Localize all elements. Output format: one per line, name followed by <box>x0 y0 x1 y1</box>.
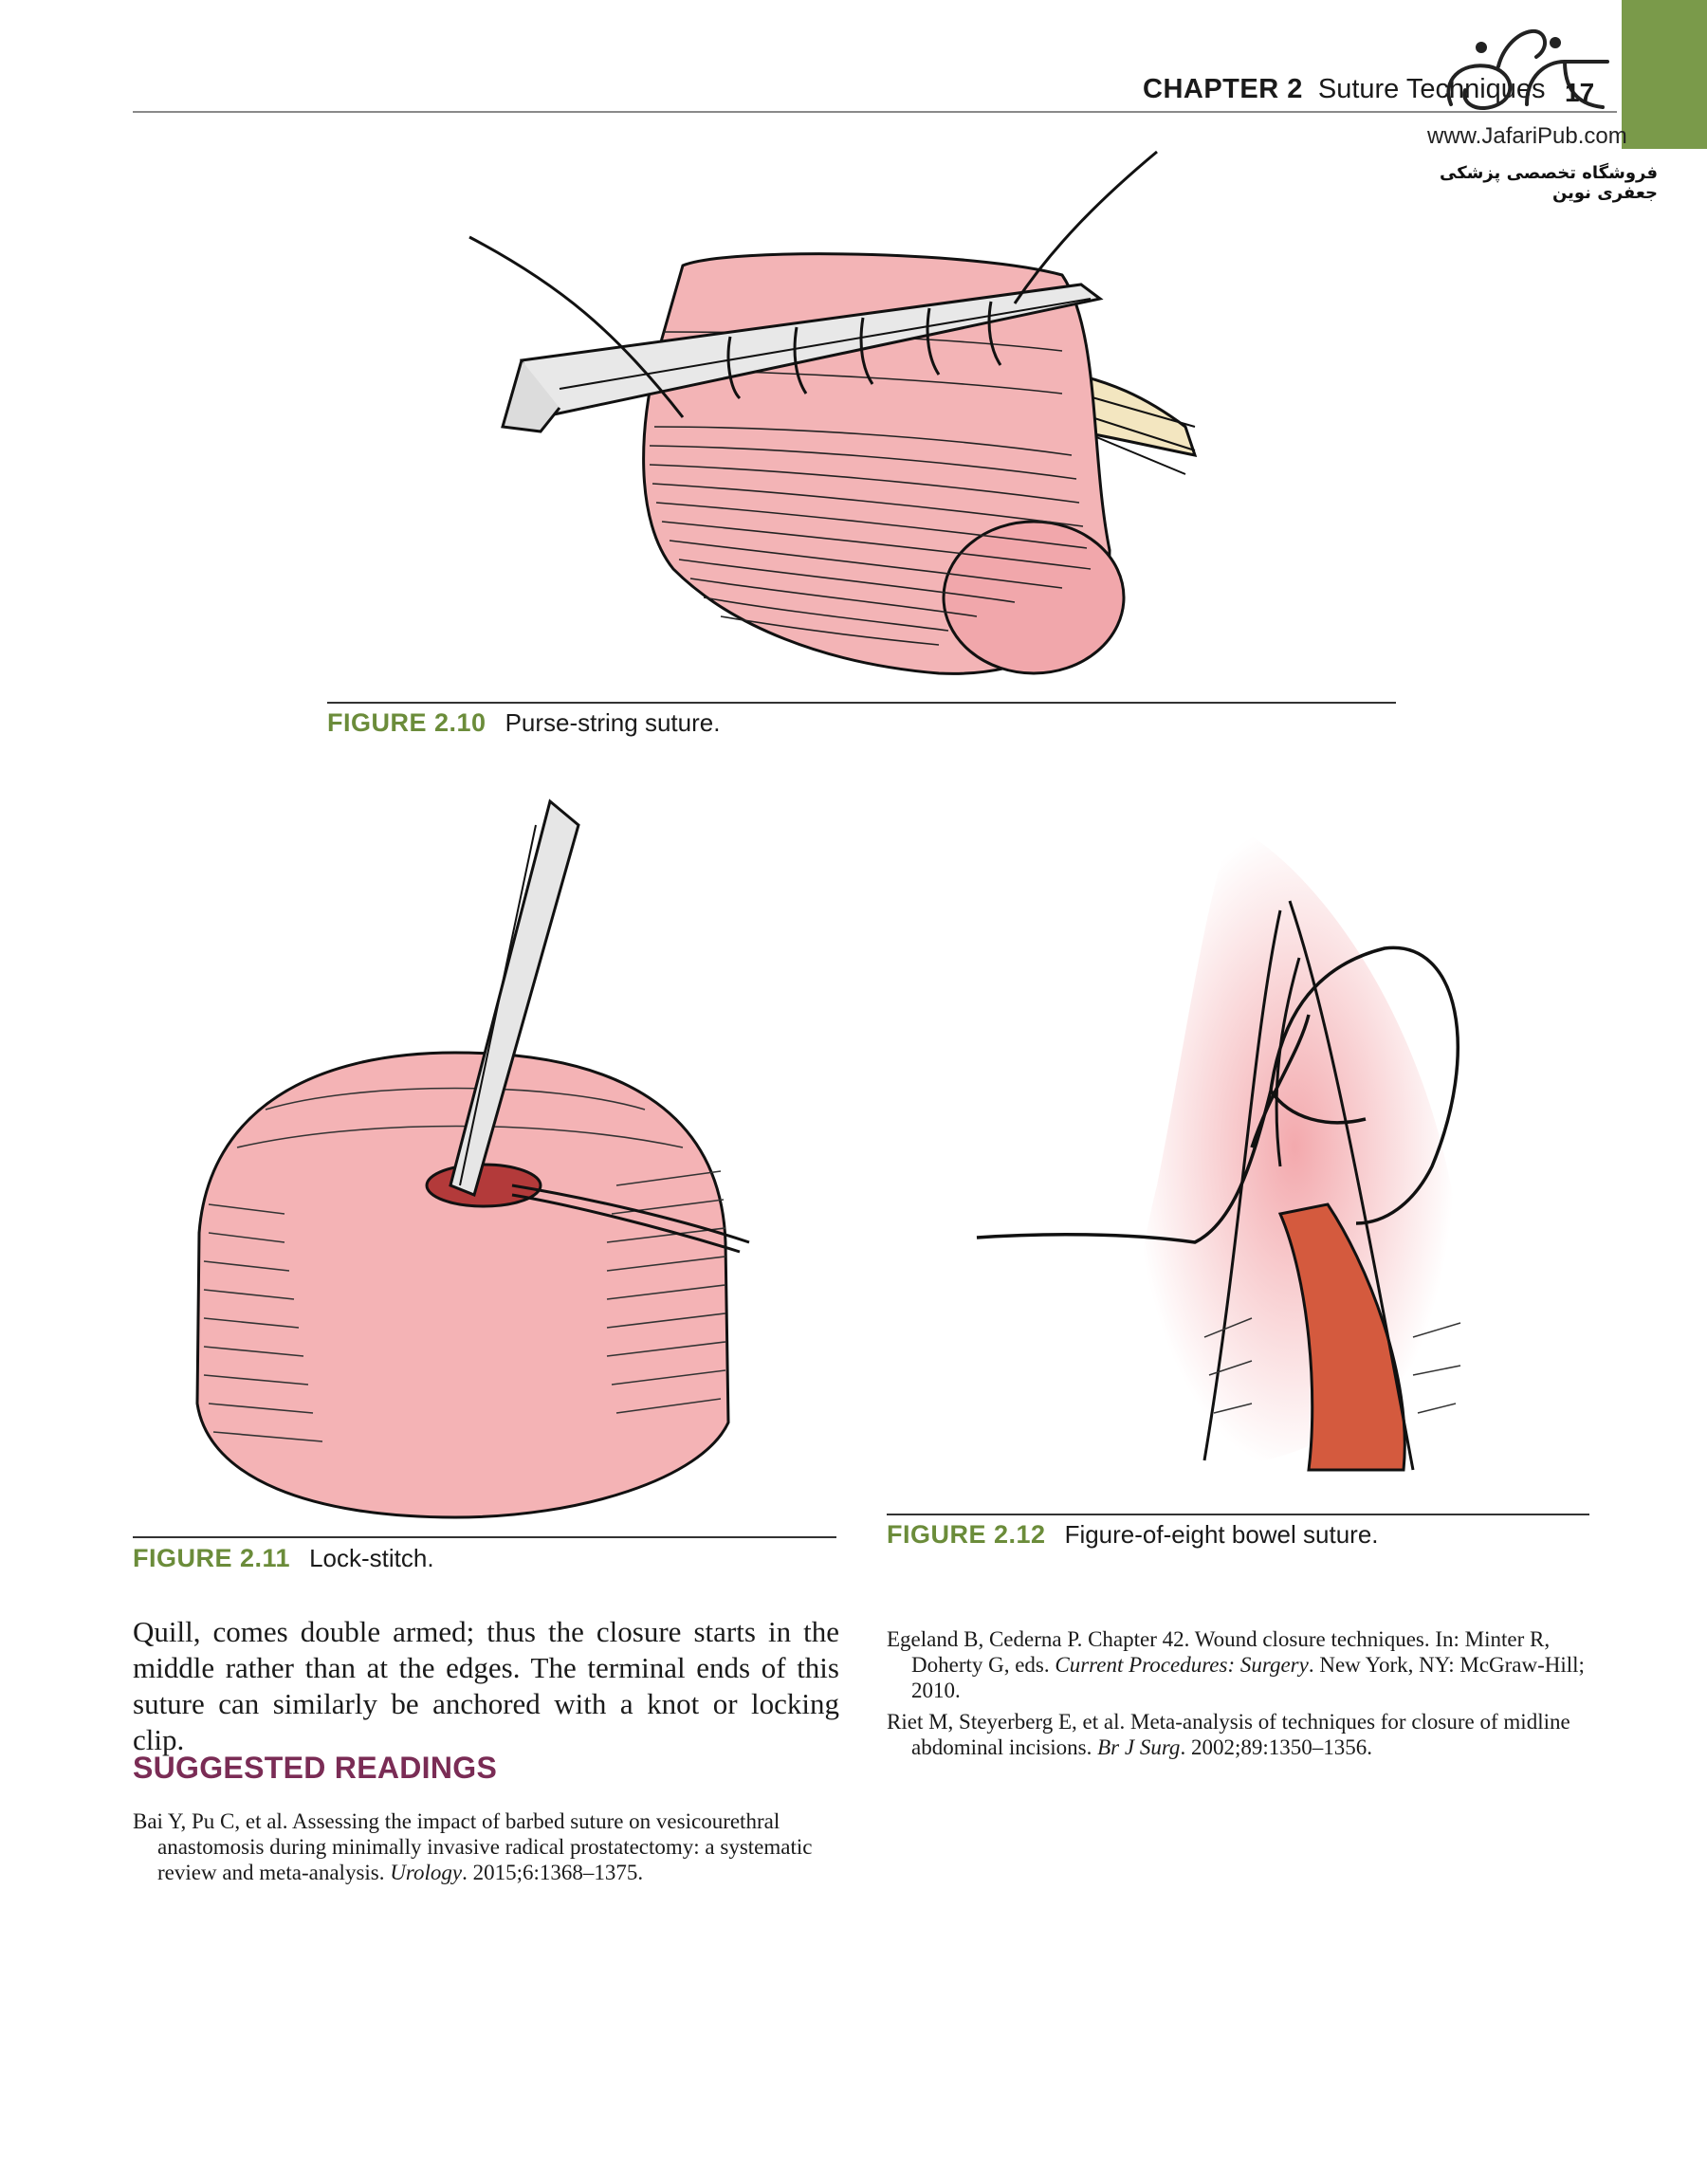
header-rule <box>133 111 1617 113</box>
publisher-logo <box>1446 28 1609 110</box>
figure-2-11-illustration <box>195 798 750 1519</box>
figure-2-10-rule <box>327 702 1396 704</box>
figure-2-10-caption: FIGURE 2.10 Purse-string suture. <box>327 708 720 738</box>
chapter-label: CHAPTER 2 <box>1143 74 1303 104</box>
figure-2-10-illustration <box>468 150 1198 675</box>
figure-2-12-rule <box>887 1514 1589 1515</box>
publisher-name: فروشگاه تخصصی پزشکی جعفری نوین <box>1439 163 1658 203</box>
figure-2-11-label: FIGURE 2.11 <box>133 1544 291 1572</box>
figure-2-12-label: FIGURE 2.12 <box>887 1520 1046 1549</box>
figure-2-11-rule <box>133 1536 836 1538</box>
figure-2-10-text: Purse-string suture. <box>505 708 721 737</box>
figure-2-12-illustration <box>976 825 1461 1472</box>
figure-2-11-text: Lock-stitch. <box>309 1544 434 1572</box>
chapter-tab <box>1622 0 1707 149</box>
page-number: 17 <box>1565 78 1595 107</box>
figure-2-10-label: FIGURE 2.10 <box>327 708 486 737</box>
figure-2-11-caption: FIGURE 2.11 Lock-stitch. <box>133 1544 434 1573</box>
publisher-url: www.JafariPub.com <box>1427 123 1627 149</box>
figure-2-12-caption: FIGURE 2.12 Figure-of-eight bowel suture. <box>887 1520 1379 1550</box>
body-paragraph: Quill, comes double armed; thus the clos… <box>133 1615 839 1756</box>
reference-2: Egeland B, Cederna P. Chapter 42. Wound … <box>887 1627 1585 1702</box>
figure-2-12-text: Figure-of-eight bowel suture. <box>1064 1520 1379 1549</box>
suggested-readings-heading: SUGGESTED READINGS <box>133 1751 498 1785</box>
reference-3: Riet M, Steyerberg E, et al. Meta-analys… <box>887 1710 1570 1759</box>
reference-1: Bai Y, Pu C, et al. Assessing the impact… <box>133 1809 813 1884</box>
